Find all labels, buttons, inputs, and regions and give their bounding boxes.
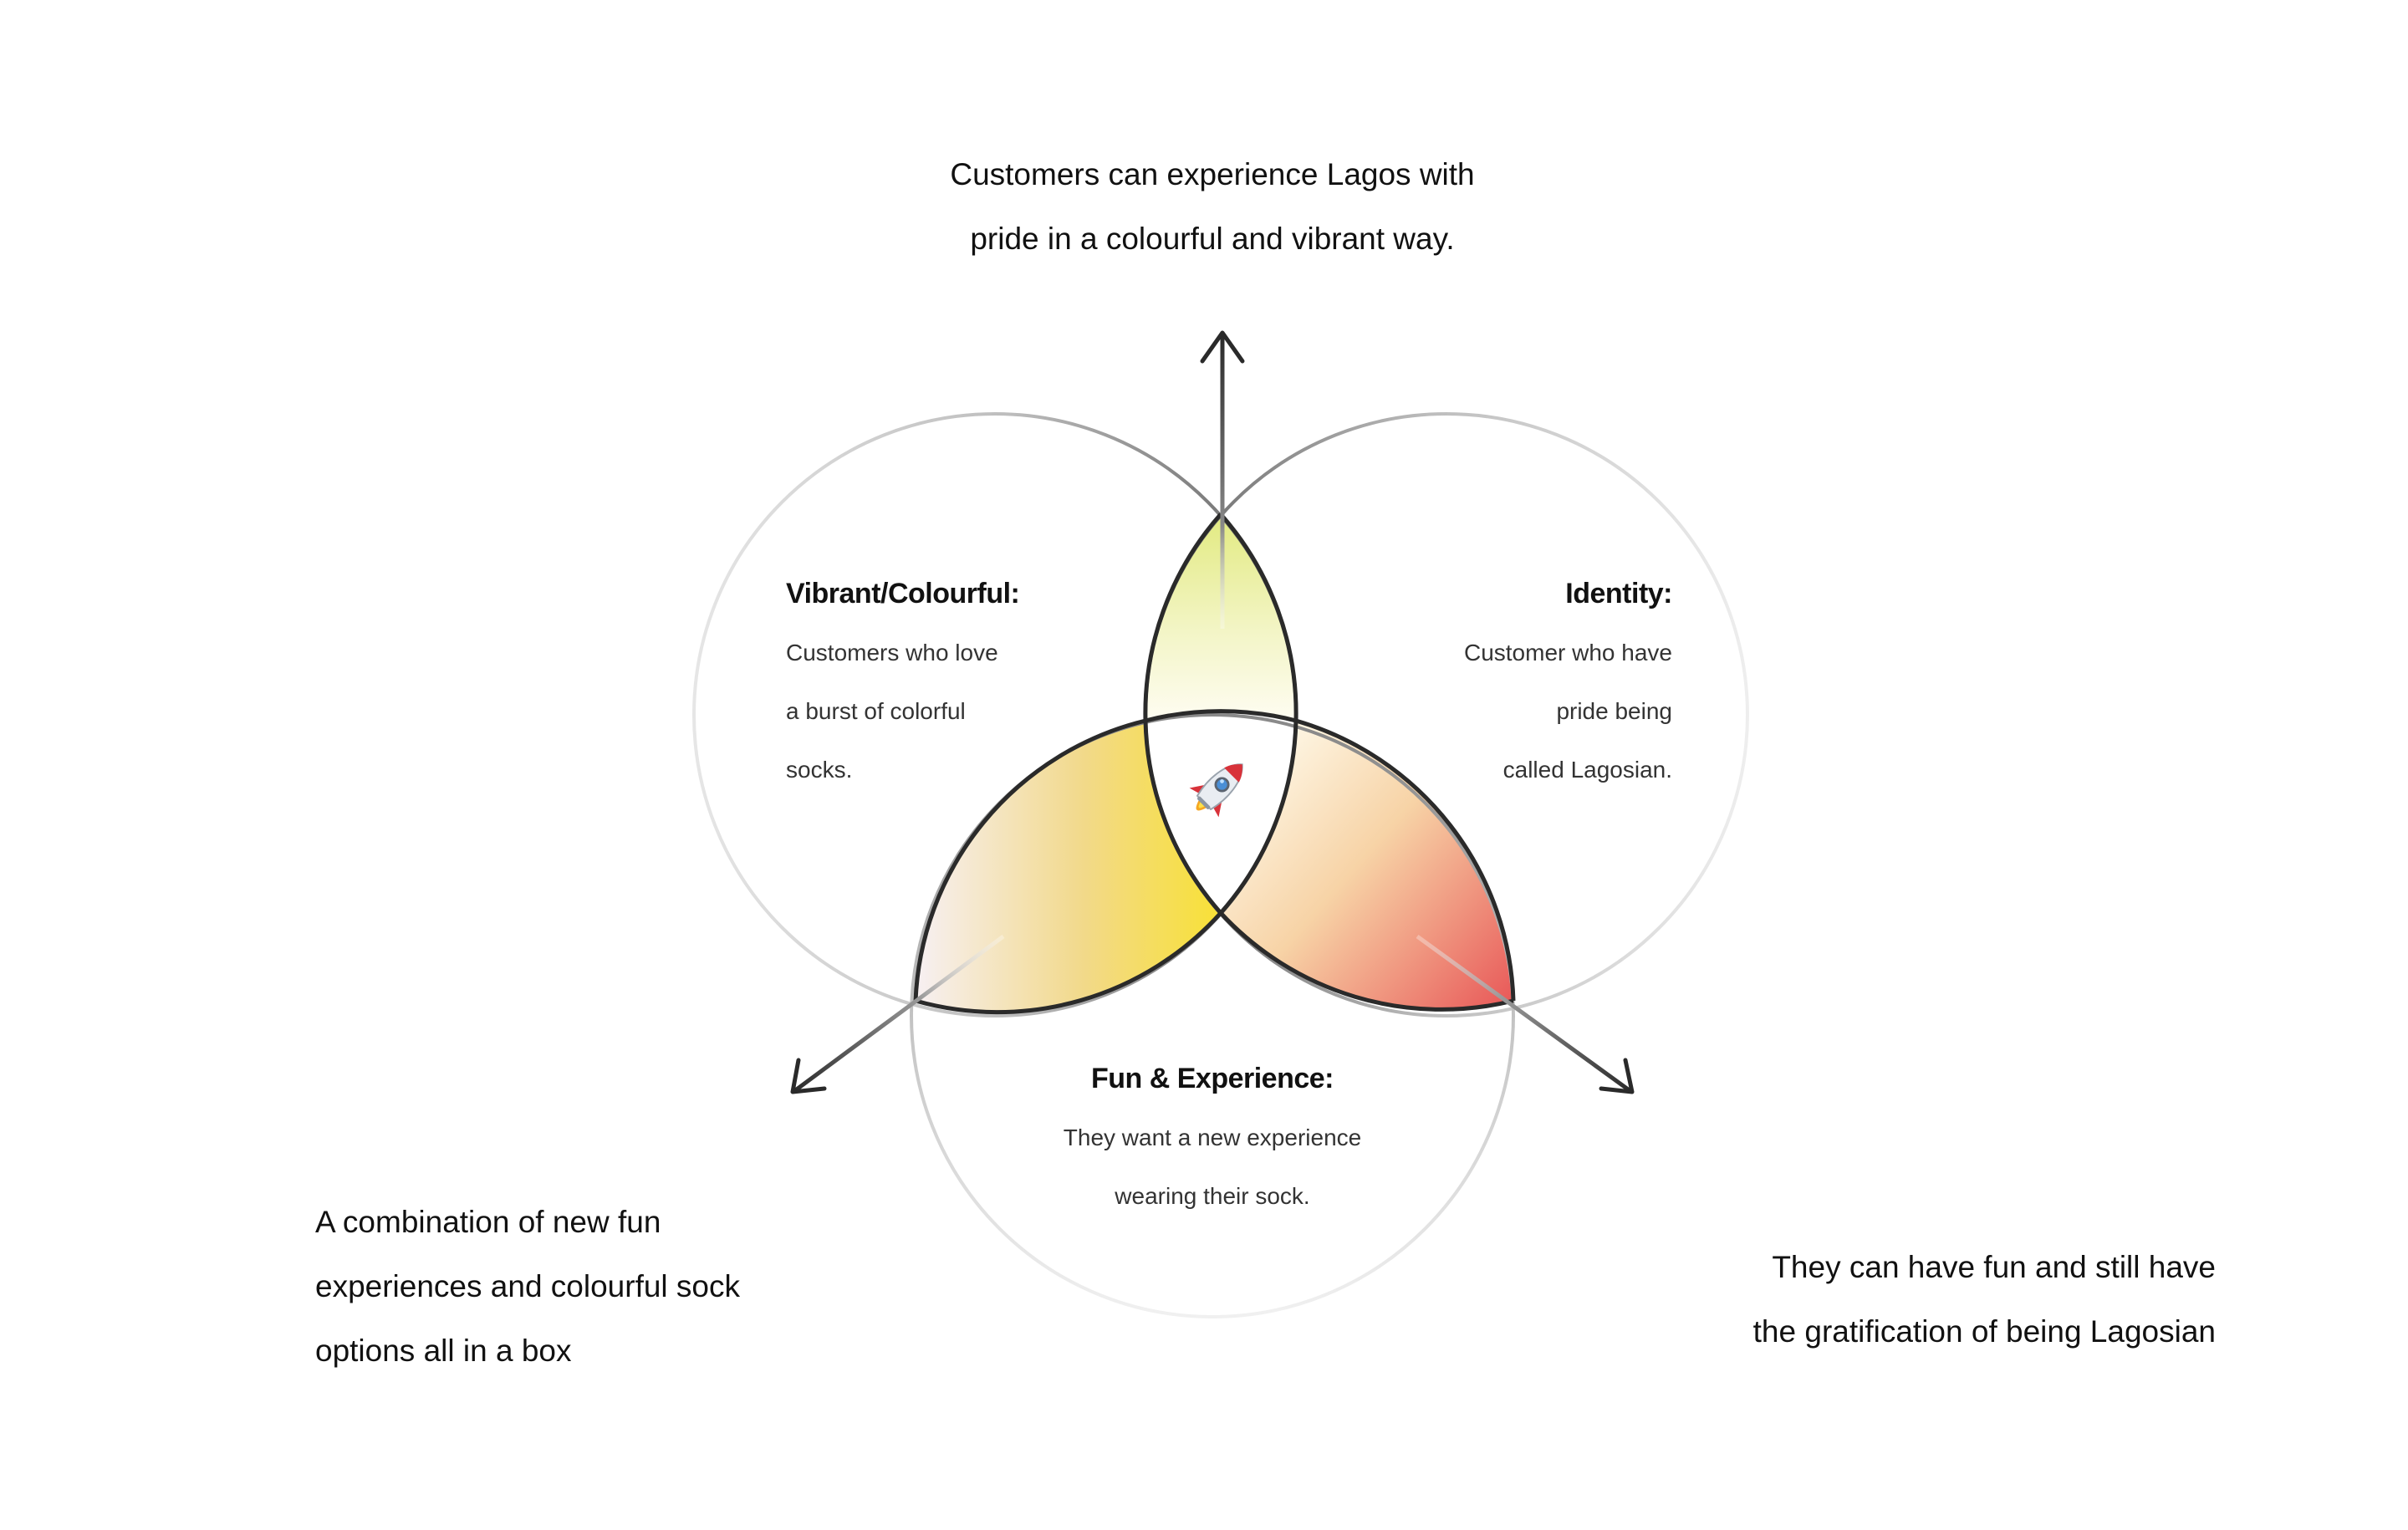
set-description-line: called Lagosian.	[1502, 757, 1672, 783]
caption-bottom-right: They can have fun and still have the gra…	[1630, 1235, 2216, 1364]
set-description-vibrant: Customers who love a burst of colorful s…	[786, 624, 1019, 799]
set-description-identity: Customer who have pride being called Lag…	[1254, 624, 1672, 799]
circle-fun	[910, 713, 1515, 1318]
intersection-identity-fun	[1221, 721, 1513, 1010]
set-title-fun: Fun & Experience:	[1090, 1063, 1334, 1094]
set-description-line: pride being	[1556, 698, 1672, 724]
caption-line: experiences and colourful sock	[315, 1269, 741, 1303]
set-description-line: They want a new experience	[1063, 1125, 1362, 1150]
rocket-icon	[1189, 763, 1243, 818]
set-description-line: a burst of colorful	[786, 698, 966, 724]
intersection-outlines	[913, 513, 1516, 1015]
caption-line: A combination of new fun	[315, 1205, 661, 1239]
arrow-bottom-right	[1416, 934, 1635, 1094]
set-label-fun: Fun & Experience: They want a new experi…	[970, 1048, 1455, 1226]
set-description-line: Customer who have	[1463, 640, 1672, 666]
caption-line: options all in a box	[315, 1334, 572, 1368]
intersection-vibrant-fun	[916, 721, 1221, 1012]
caption-line: They can have fun and still have	[1772, 1250, 2216, 1284]
set-description-line: wearing their sock.	[1115, 1183, 1310, 1209]
caption-top: Customers can experience Lagos with prid…	[828, 142, 1597, 271]
set-label-identity: Identity: Customer who have pride being …	[1254, 564, 1673, 799]
intersection-center	[1145, 711, 1296, 913]
set-label-vibrant: Vibrant/Colourful: Customers who love a …	[786, 564, 1020, 799]
arrow-bottom-left	[790, 934, 1005, 1094]
set-title-vibrant: Vibrant/Colourful:	[786, 578, 1020, 609]
caption-line: pride in a colourful and vibrant way.	[970, 222, 1455, 256]
set-description-line: socks.	[786, 757, 853, 783]
intersection-fills	[916, 514, 1513, 1012]
caption-bottom-left: A combination of new fun experiences and…	[315, 1190, 740, 1383]
set-description-line: Customers who love	[786, 640, 998, 666]
caption-line: Customers can experience Lagos with	[950, 157, 1475, 191]
caption-line: the gratification of being Lagosian	[1752, 1314, 2216, 1349]
arrow-top	[1200, 330, 1245, 629]
set-description-fun: They want a new experience wearing their…	[970, 1109, 1455, 1226]
set-title-identity: Identity:	[1565, 578, 1672, 609]
